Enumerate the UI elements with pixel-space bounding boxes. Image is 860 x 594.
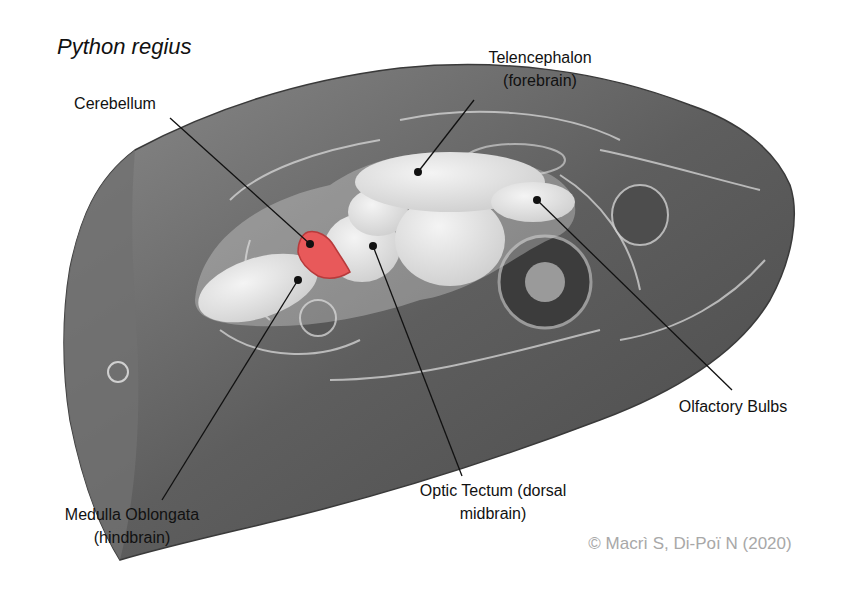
spinal-opening: [108, 362, 128, 382]
part-label: Olfactory Bulbs: [648, 395, 818, 418]
nasal-cavity: [612, 185, 668, 245]
part-label: Telencephalon (forebrain): [465, 46, 615, 92]
cerebellum: [298, 232, 350, 278]
part-label: Optic Tectum (dorsal midbrain): [418, 479, 568, 525]
head-outline: [64, 65, 794, 560]
part-label: Cerebellum: [45, 92, 185, 115]
olfactory-bulbs: [491, 182, 575, 222]
leader-dots: [294, 168, 541, 284]
part-label: Medulla Oblongata (hindbrain): [50, 503, 215, 549]
eye-lens: [525, 262, 565, 302]
species-title: Python regius: [57, 34, 192, 60]
copyright-watermark: © Macrì S, Di-Poï N (2020): [565, 532, 815, 555]
neck-cut: [64, 150, 138, 560]
skull-bones: [220, 112, 765, 380]
leader-lines: [162, 100, 732, 500]
